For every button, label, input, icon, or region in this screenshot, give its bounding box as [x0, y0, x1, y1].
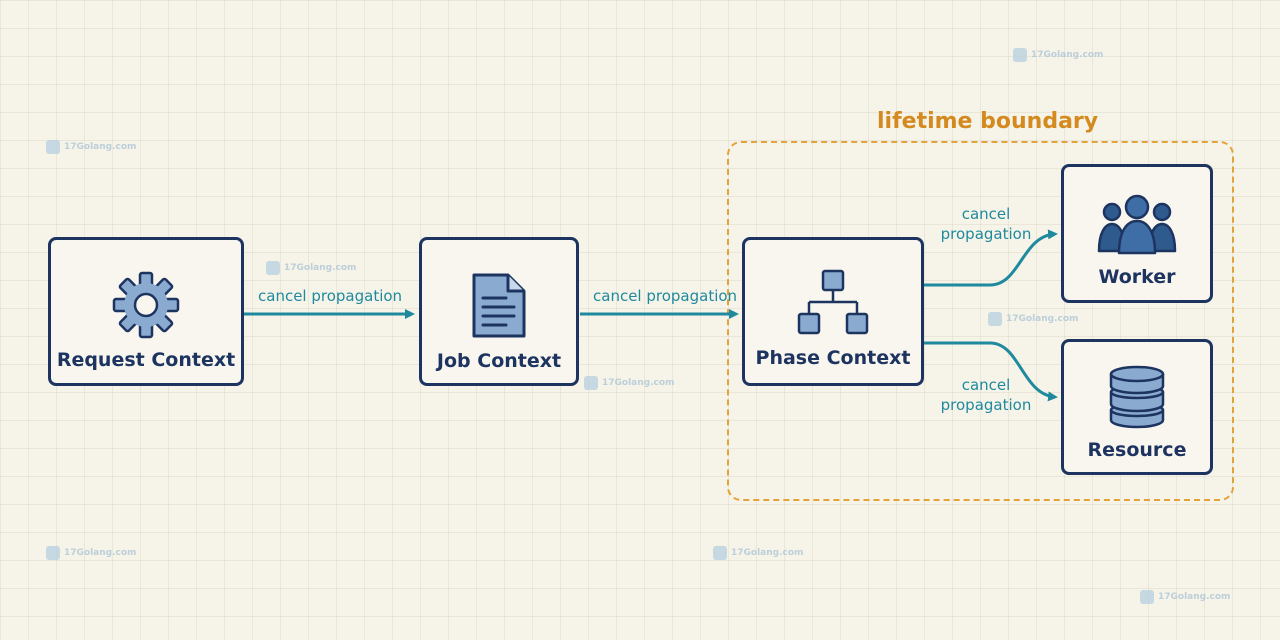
- watermark-logo-icon: [46, 546, 60, 560]
- watermark-logo-icon: [266, 261, 280, 275]
- database-icon: [1109, 365, 1165, 429]
- lifetime-boundary: [727, 141, 1234, 501]
- watermark-logo-icon: [46, 140, 60, 154]
- watermark: 17Golang.com: [46, 546, 136, 560]
- watermark-logo-icon: [988, 312, 1002, 326]
- node-job-context: Job Context: [419, 237, 579, 386]
- watermark: 17Golang.com: [46, 140, 136, 154]
- node-label: Resource: [1087, 439, 1187, 461]
- watermark: 17Golang.com: [584, 376, 674, 390]
- edge-label-request-job: cancel propagation: [258, 287, 403, 305]
- watermark: 17Golang.com: [713, 546, 803, 560]
- document-icon: [472, 273, 526, 338]
- hierarchy-icon: [797, 269, 869, 335]
- watermark-logo-icon: [1013, 48, 1027, 62]
- node-phase-context: Phase Context: [742, 237, 924, 386]
- edge-label-phase-worker: cancel propagation: [940, 204, 1032, 244]
- edge-label-job-phase: cancel propagation: [593, 287, 738, 305]
- node-request-context: Request Context: [48, 237, 244, 386]
- edge-phase-to-resource: [924, 341, 1058, 402]
- watermark: 17Golang.com: [1013, 48, 1103, 62]
- watermark-logo-icon: [584, 376, 598, 390]
- node-label: Phase Context: [755, 347, 911, 369]
- gear-icon: [112, 271, 180, 339]
- edge-label-line: cancel: [961, 205, 1011, 223]
- watermark-logo-icon: [1140, 590, 1154, 604]
- edge-phase-to-worker: [924, 229, 1058, 287]
- node-label: Worker: [1098, 266, 1176, 288]
- watermark: 17Golang.com: [1140, 590, 1230, 604]
- node-resource: Resource: [1061, 339, 1213, 475]
- edge-label-line: cancel: [961, 376, 1011, 394]
- watermark-logo-icon: [713, 546, 727, 560]
- node-label: Job Context: [436, 350, 562, 372]
- node-label: Request Context: [56, 349, 236, 371]
- node-worker: Worker: [1061, 164, 1213, 303]
- edge-label-line: propagation: [940, 396, 1032, 414]
- users-icon: [1097, 194, 1177, 255]
- edge-label-line: propagation: [940, 225, 1032, 243]
- lifetime-boundary-label: lifetime boundary: [877, 109, 1099, 134]
- watermark: 17Golang.com: [266, 261, 356, 275]
- edge-label-phase-resource: cancel propagation: [940, 375, 1032, 415]
- watermark: 17Golang.com: [988, 312, 1078, 326]
